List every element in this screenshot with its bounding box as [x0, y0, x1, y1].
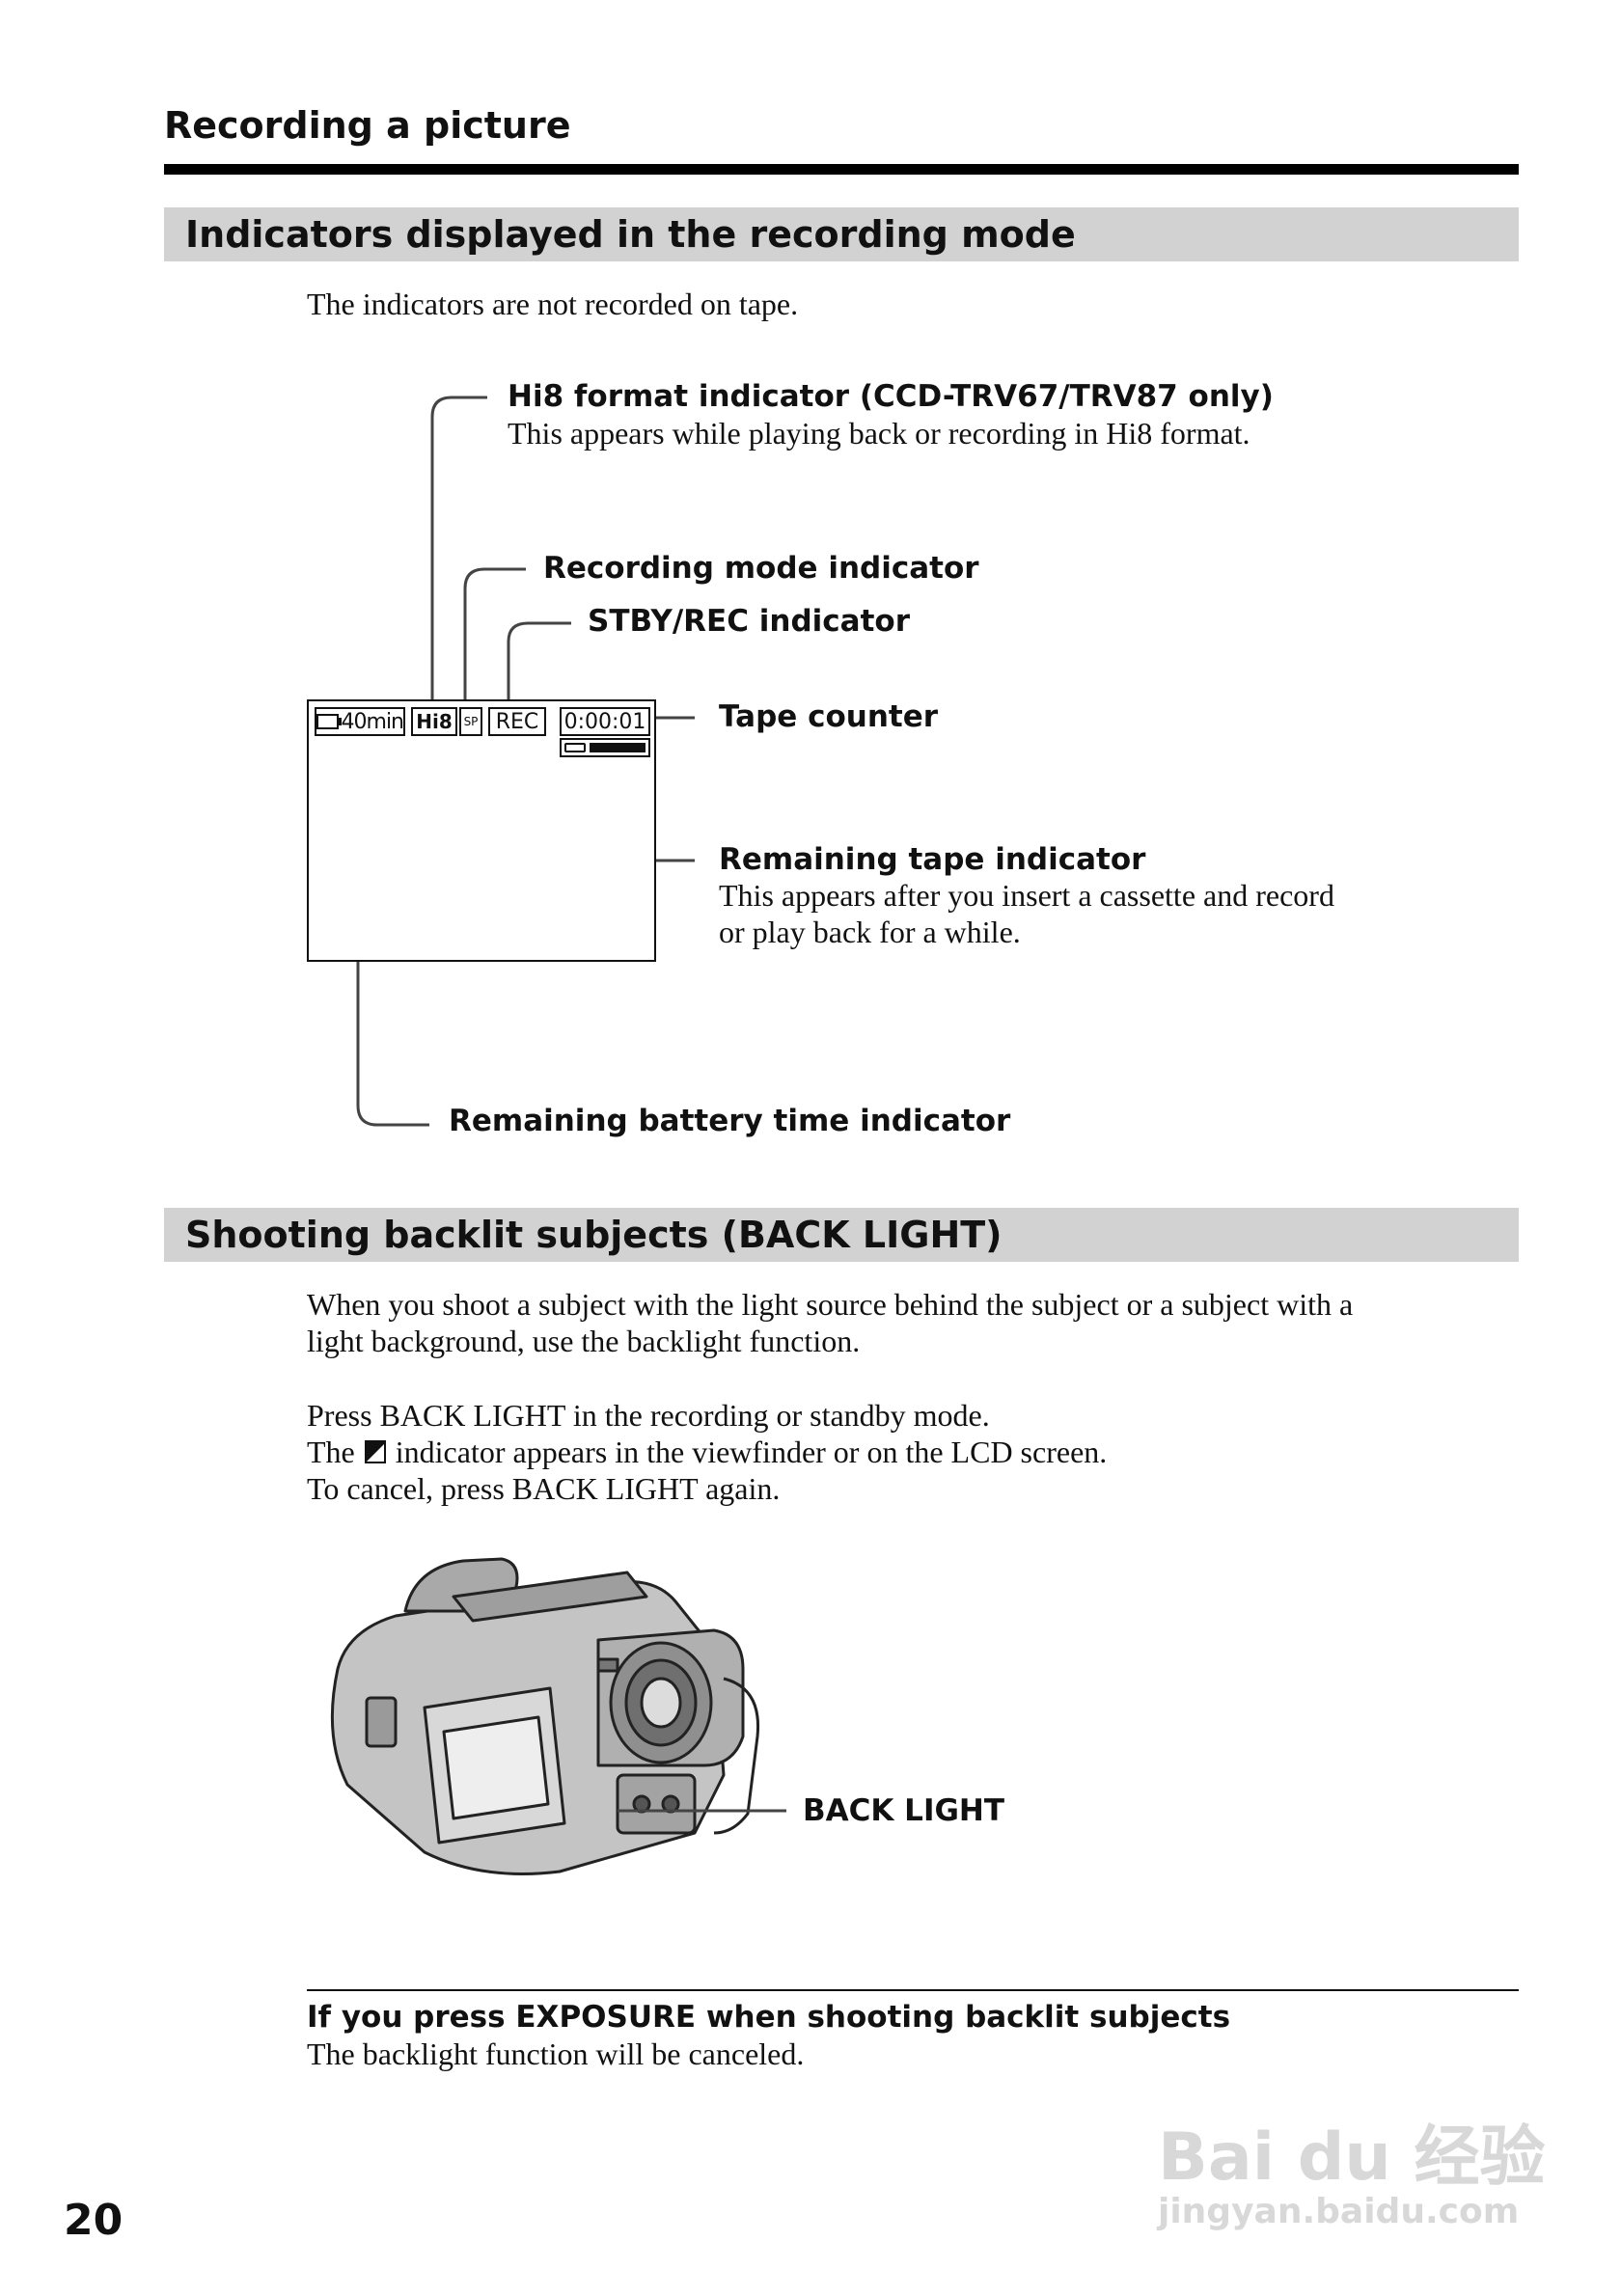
remaining-tape-bar [560, 738, 650, 757]
watermark-url: jingyan.baidu.com [1158, 2192, 1520, 2231]
watermark-logo: Bai du 经验 [1158, 2119, 1546, 2196]
rec-mode-label: Recording mode indicator [543, 551, 979, 586]
header-rule [164, 164, 1519, 175]
note-title: If you press EXPOSURE when shooting back… [307, 2000, 1231, 2035]
hi8-label-desc: This appears while playing back or recor… [508, 416, 1250, 451]
battery-time: 40min [341, 709, 404, 734]
stby-rec-label: STBY/REC indicator [588, 604, 910, 639]
note-text: The backlight function will be canceled. [307, 2036, 805, 2071]
hi8-leader [430, 396, 487, 704]
backlight-para2-line2: The indicator appears in the viewfinder … [307, 1434, 1107, 1470]
camcorder-illustration [330, 1557, 760, 1875]
remaining-tape-fill [590, 743, 646, 752]
backlight-para1-line1: When you shoot a subject with the light … [307, 1287, 1354, 1322]
recording-mode-text: SP [463, 715, 479, 728]
intro-text: The indicators are not recorded on tape. [307, 287, 799, 321]
note-rule [307, 1989, 1519, 1991]
backlight-icon [364, 1440, 386, 1463]
backlight-para2-line1: Press BACK LIGHT in the recording or sta… [307, 1398, 990, 1433]
remaining-tape-desc-1: This appears after you insert a cassette… [719, 878, 1334, 913]
section-heading-indicators: Indicators displayed in the recording mo… [164, 207, 1519, 261]
battery-label: Remaining battery time indicator [449, 1104, 1011, 1138]
stby-leader [507, 621, 571, 704]
page-section-title: Recording a picture [164, 104, 571, 147]
hi8-label-title: Hi8 format indicator (CCD-TRV67/TRV87 on… [508, 379, 1274, 414]
para2-pre: The [307, 1435, 355, 1469]
section-heading-text: Shooting backlit subjects (BACK LIGHT) [185, 1214, 1003, 1256]
battery-icon [316, 714, 342, 729]
tape-counter-label: Tape counter [719, 699, 939, 734]
tape-counter-display: 0:00:01 [560, 707, 650, 736]
page-number: 20 [64, 2196, 124, 2245]
recording-mode-indicator: SP [459, 707, 482, 736]
backlight-para2-line3: To cancel, press BACK LIGHT again. [307, 1471, 781, 1506]
section-heading-text: Indicators displayed in the recording mo… [185, 213, 1076, 256]
stby-rec-text: REC [495, 709, 539, 734]
battery-leader [356, 731, 429, 1127]
cassette-icon [564, 743, 586, 752]
remaining-tape-label-title: Remaining tape indicator [719, 842, 1146, 877]
hi8-format-text: Hi8 [416, 710, 453, 733]
para2-post: indicator appears in the viewfinder or o… [395, 1435, 1108, 1469]
backlight-button-label: BACK LIGHT [803, 1793, 1005, 1828]
tape-counter-text: 0:00:01 [563, 709, 646, 734]
backlight-para1-line2: light background, use the backlight func… [307, 1324, 861, 1358]
section-heading-backlight: Shooting backlit subjects (BACK LIGHT) [164, 1208, 1519, 1262]
lcd-screen: 40min Hi8 SP REC 0:00:01 [307, 699, 656, 962]
rec-mode-leader [463, 567, 526, 704]
remaining-tape-desc-2: or play back for a while. [719, 915, 1021, 949]
hi8-format-indicator: Hi8 [411, 707, 457, 736]
battery-indicator: 40min [315, 707, 405, 736]
stby-rec-indicator: REC [488, 707, 546, 736]
